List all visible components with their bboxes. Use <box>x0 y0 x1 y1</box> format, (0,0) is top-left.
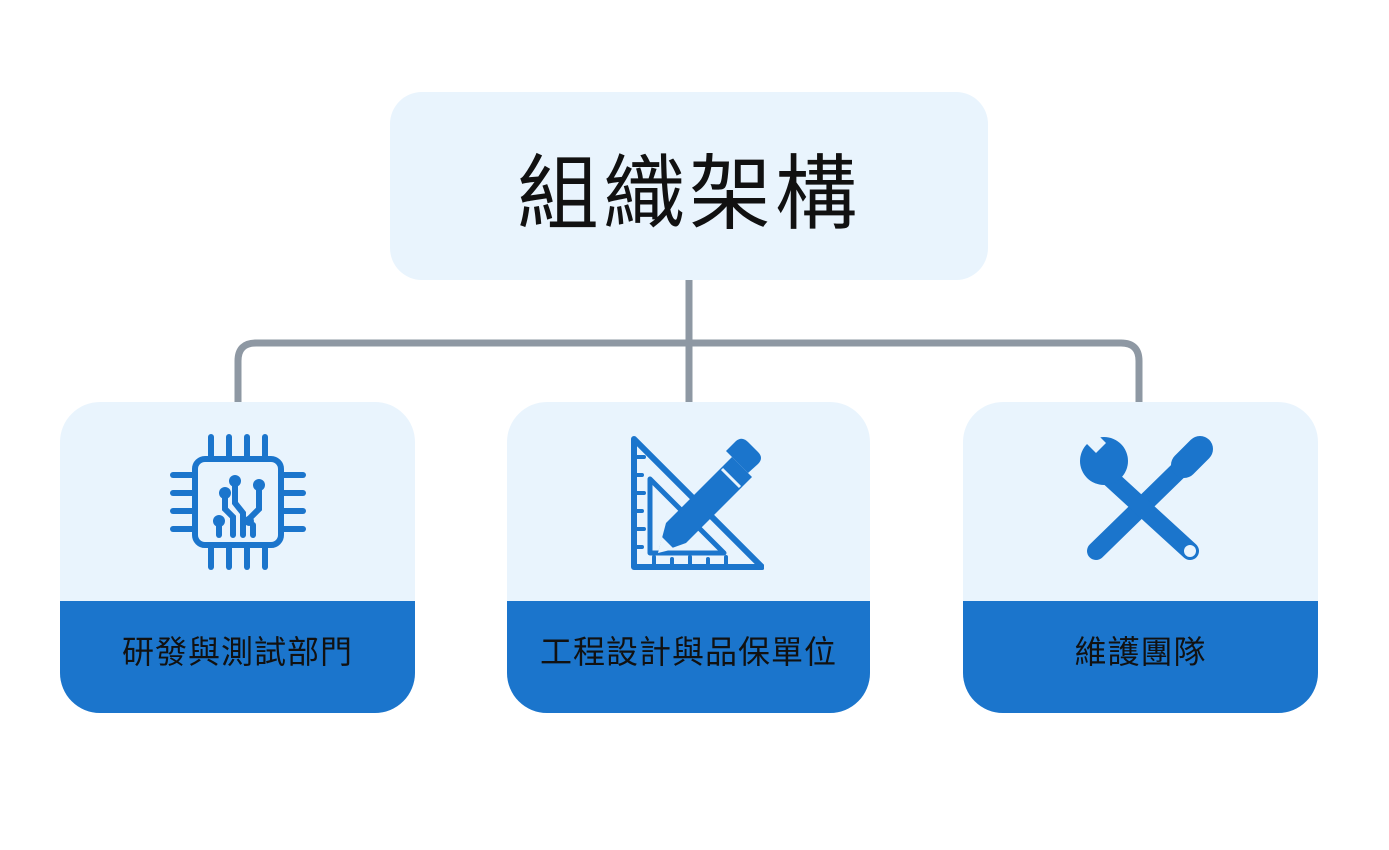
department-card-rd: 研發與測試部門 <box>60 402 415 713</box>
department-label: 維護團隊 <box>1074 633 1207 671</box>
ruler-pencil-icon <box>630 435 764 570</box>
department-label: 研發與測試部門 <box>121 633 353 671</box>
department-card-engineering: 工程設計與品保單位 <box>507 402 870 713</box>
org-chart-title: 組織架構 <box>516 146 861 242</box>
branch-line <box>234 339 1143 402</box>
department-label: 工程設計與品保單位 <box>539 633 837 671</box>
circuit-chip-icon <box>169 433 306 570</box>
root-node: 組織架構 <box>390 92 988 280</box>
wrench-screwdriver-icon <box>1079 426 1213 560</box>
department-card-maintenance: 維護團隊 <box>963 402 1318 713</box>
